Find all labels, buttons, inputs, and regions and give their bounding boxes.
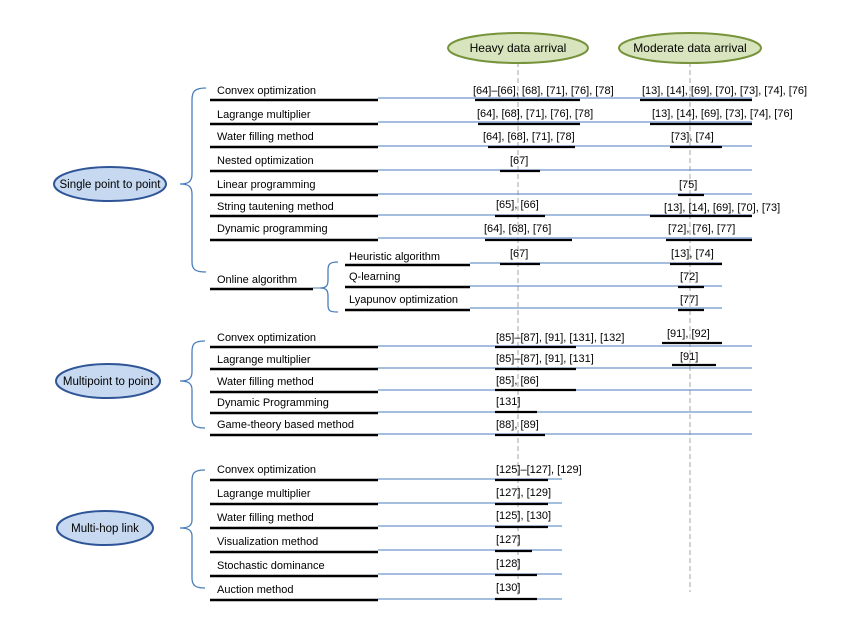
heavy-refs: [64], [68], [76]: [484, 223, 551, 235]
method-row: Heuristic algorithm [67] [13], [74]: [345, 248, 722, 267]
method-row: Stochastic dominance [128]: [210, 558, 562, 578]
method-label: Auction method: [217, 584, 293, 596]
method-row: Q-learning [72]: [345, 271, 722, 289]
method-row: Dynamic Programming [131]: [210, 396, 752, 415]
online-label: Online algorithm: [217, 274, 297, 286]
heavy-refs: [85]–[87], [91], [131], [132]: [496, 332, 624, 344]
method-row: Lagrange multiplier [127], [129]: [210, 487, 562, 506]
heavy-refs: [88], [89]: [496, 419, 539, 431]
method-label: Convex optimization: [217, 85, 316, 97]
method-row: Visualization method [127]: [210, 534, 562, 554]
method-label: Q-learning: [349, 271, 400, 283]
method-label: Game-theory based method: [217, 419, 354, 431]
method-label: Water filling method: [217, 131, 314, 143]
method-row: Convex optimization [85]–[87], [91], [13…: [210, 328, 752, 349]
heavy-refs: [130]: [496, 582, 520, 594]
heavy-refs: [65], [66]: [496, 199, 539, 211]
method-row: Convex optimization [64]–[66], [68], [71…: [210, 85, 807, 102]
method-label: Water filling method: [217, 512, 314, 524]
heavy-refs: [85]–[87], [91], [131]: [496, 353, 594, 365]
group-label: Multipoint to point: [63, 376, 154, 388]
group-label: Multi-hop link: [71, 523, 139, 535]
moderate-refs: [13], [14], [69], [70], [73]: [664, 202, 780, 214]
method-row: Lyapunov optimization [77]: [345, 294, 722, 312]
heavy-refs: [127]: [496, 534, 520, 546]
heavy-header-label: Heavy data arrival: [470, 41, 567, 55]
moderate-header-label: Moderate data arrival: [633, 41, 746, 55]
moderate-refs: [13], [14], [69], [73], [74], [76]: [652, 108, 793, 120]
method-row: Water filling method [125], [130]: [210, 510, 562, 530]
heavy-refs: [125], [130]: [496, 510, 551, 522]
method-row: Game-theory based method [88], [89]: [210, 419, 752, 437]
method-label: Convex optimization: [217, 464, 316, 476]
heavy-refs: [67]: [510, 155, 528, 167]
moderate-refs: [72], [76], [77]: [668, 223, 735, 235]
method-label: Dynamic Programming: [217, 397, 329, 409]
heavy-refs: [128]: [496, 558, 520, 570]
method-row: Nested optimization [67]: [210, 155, 752, 173]
heavy-refs: [64]–[66], [68], [71], [76], [78]: [473, 85, 614, 97]
method-label: Lagrange multiplier: [217, 488, 311, 500]
method-label: Stochastic dominance: [217, 560, 325, 572]
method-row: Lagrange multiplier [85]–[87], [91], [13…: [210, 351, 752, 371]
method-row: Linear programming [75]: [210, 179, 752, 197]
method-label: Convex optimization: [217, 332, 316, 344]
heavy-refs: [131]: [496, 396, 520, 408]
method-row: Water filling method [85], [86]: [210, 375, 752, 394]
method-row: String tautening method [65], [66] [13],…: [210, 199, 780, 218]
method-label: String tautening method: [217, 201, 334, 213]
moderate-refs: [91]: [680, 351, 698, 363]
method-label: Lagrange multiplier: [217, 109, 311, 121]
method-label: Water filling method: [217, 376, 314, 388]
method-label: Nested optimization: [217, 155, 314, 167]
method-label: Lagrange multiplier: [217, 354, 311, 366]
method-row: Convex optimization [125]–[127], [129]: [210, 464, 582, 482]
moderate-refs: [72]: [680, 271, 698, 283]
heavy-refs: [64], [68], [71], [76], [78]: [477, 108, 593, 120]
heavy-header: Heavy data arrival: [447, 32, 589, 64]
heavy-refs: [127], [129]: [496, 487, 551, 499]
method-label: Dynamic programming: [217, 223, 328, 235]
moderate-refs: [77]: [680, 294, 698, 306]
method-label: Heuristic algorithm: [349, 251, 440, 263]
method-row: Lagrange multiplier [64], [68], [71], [7…: [210, 108, 793, 126]
moderate-refs: [91], [92]: [667, 328, 710, 340]
moderate-refs: [13], [74]: [671, 248, 714, 260]
group-multi-hop: Multi-hop link Convex optimization [125]…: [56, 464, 582, 602]
moderate-refs: [73], [74]: [671, 131, 714, 143]
heavy-refs: [67]: [510, 248, 528, 260]
group-label: Single point to point: [59, 179, 161, 191]
moderate-header: Moderate data arrival: [618, 32, 762, 64]
method-label: Visualization method: [217, 536, 318, 548]
method-row: Auction method [130]: [210, 582, 562, 602]
moderate-refs: [13], [14], [69], [70], [73], [74], [76]: [642, 85, 807, 97]
method-row: Dynamic programming [64], [68], [76] [72…: [210, 223, 752, 242]
moderate-refs: [75]: [679, 179, 697, 191]
heavy-refs: [85], [86]: [496, 375, 539, 387]
group-multipoint: Multipoint to point Convex optimization …: [55, 328, 752, 437]
method-label: Linear programming: [217, 179, 315, 191]
group-single-point: Single point to point Convex optimizatio…: [53, 85, 807, 313]
heavy-refs: [125]–[127], [129]: [496, 464, 582, 476]
online-algorithm-branch: Online algorithm Heuristic algorithm [67…: [210, 248, 722, 313]
heavy-refs: [64], [68], [71], [78]: [483, 131, 575, 143]
method-label: Lyapunov optimization: [349, 294, 458, 306]
method-row: Water filling method [64], [68], [71], […: [210, 131, 752, 149]
